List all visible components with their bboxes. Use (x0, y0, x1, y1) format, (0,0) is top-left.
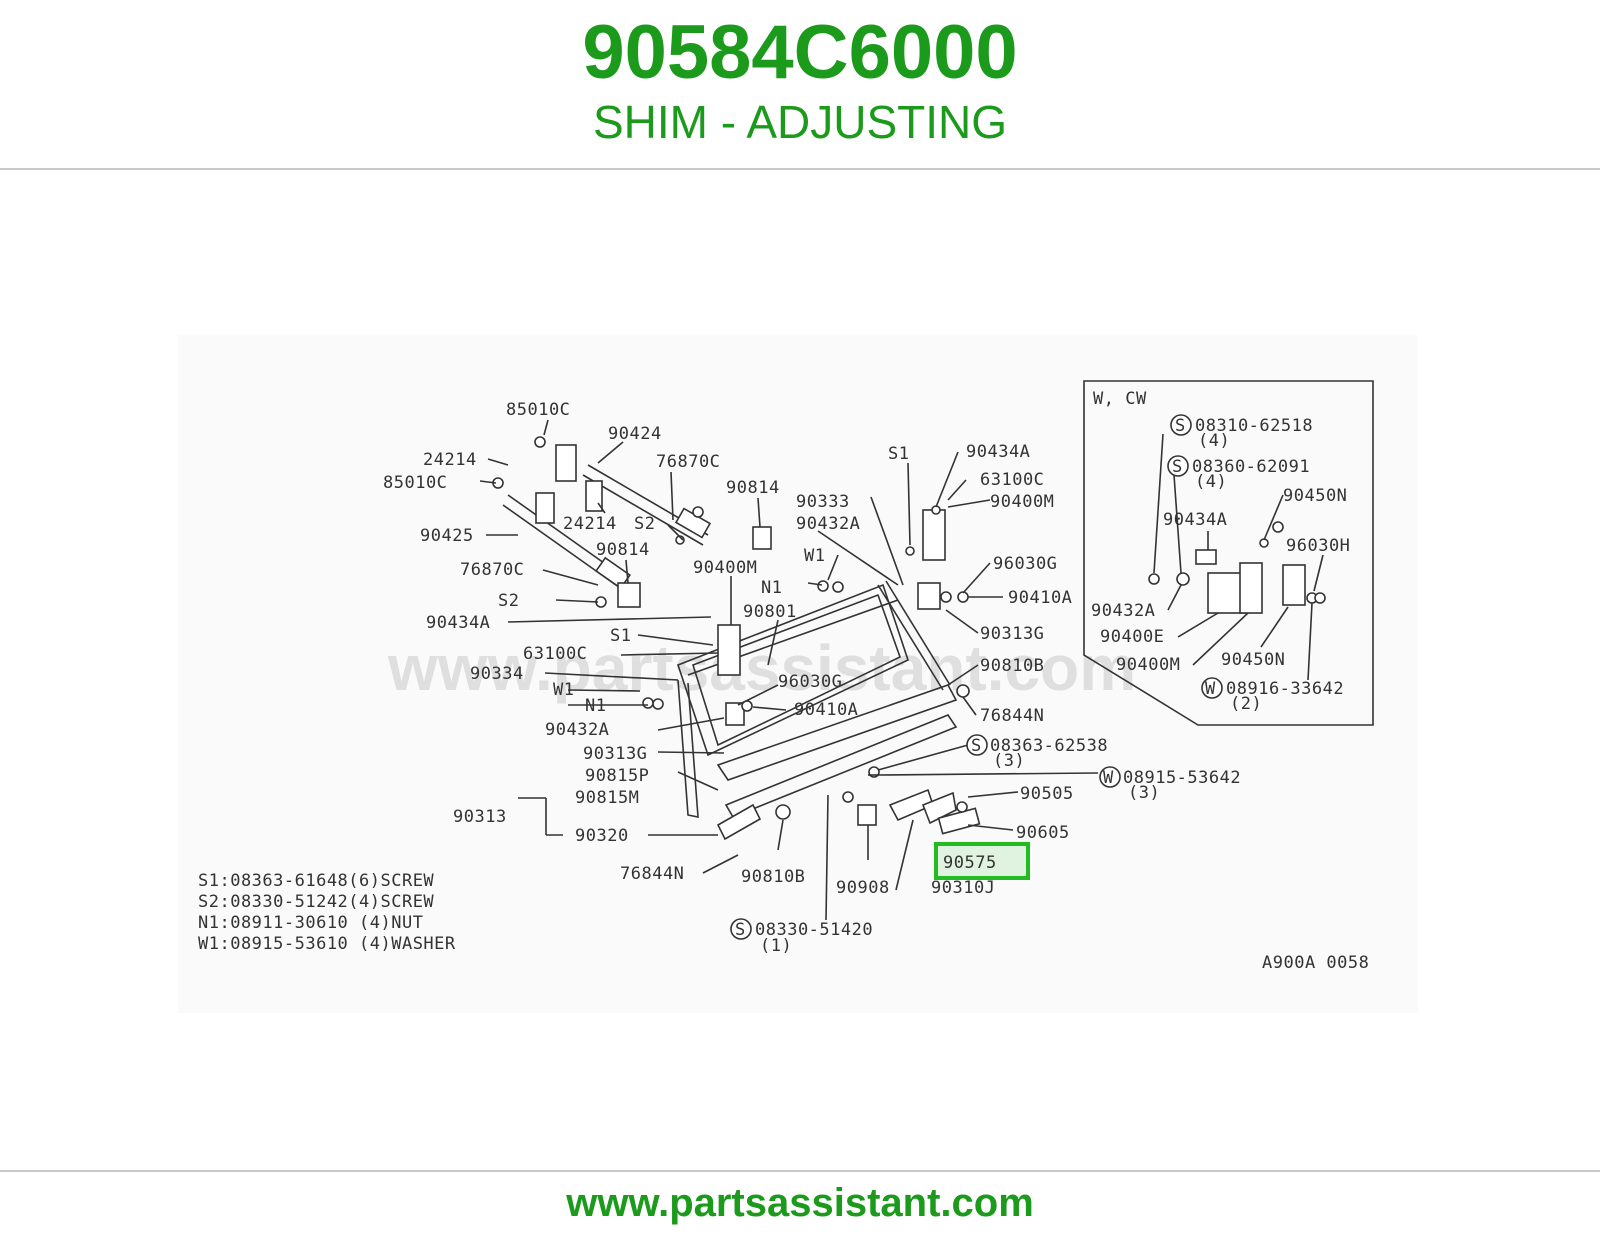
svg-text:S: S (971, 736, 982, 756)
inset-label: 90400E (1100, 627, 1164, 647)
inset-label: (2) (1230, 694, 1262, 714)
footer-divider (0, 1170, 1600, 1172)
callout: 90814 (596, 540, 650, 560)
svg-text:W: W (1205, 679, 1216, 699)
callout: 90313G (583, 744, 647, 764)
callout: 90815M (575, 788, 639, 808)
callout: 08915-53642 (1123, 768, 1241, 788)
callout: S1 (888, 444, 909, 464)
parts-diagram: www.partsassistant.com (178, 335, 1418, 1013)
diagram-svg: www.partsassistant.com (198, 380, 1374, 973)
callout: 90400M (990, 492, 1054, 512)
legend-item: W1:08915-53610 (4)WASHER (198, 934, 456, 954)
callout: 90815P (585, 766, 649, 786)
callout: N1 (585, 696, 606, 716)
callout: S2 (498, 591, 519, 611)
callout: (3) (993, 751, 1025, 771)
legend-item: S1:08363-61648(6)SCREW (198, 871, 434, 891)
callout: 90810B (741, 867, 805, 887)
inset-label: 96030H (1286, 536, 1350, 556)
callout: 63100C (980, 470, 1044, 490)
legend-item: S2:08330-51242(4)SCREW (198, 892, 434, 912)
callout: W1 (804, 546, 825, 566)
svg-text:S: S (735, 920, 746, 940)
inset-label: 90432A (1091, 601, 1155, 621)
inset-title: W, CW (1093, 389, 1147, 409)
screw-symbol-icon: S (730, 918, 752, 940)
callout: 76870C (460, 560, 524, 580)
callout: 90313 (453, 807, 507, 827)
svg-text:S: S (1175, 416, 1186, 436)
callout-labels: 85010C 90424 24214 76870C 85010C 90814 2… (383, 400, 1241, 956)
inset-label: 90450N (1283, 486, 1347, 506)
callout: 90410A (794, 700, 858, 720)
inset-label: 08360-62091 (1192, 457, 1310, 477)
callout: 90313G (980, 624, 1044, 644)
callout: (3) (1128, 783, 1160, 803)
footer-url[interactable]: www.partsassistant.com (566, 1181, 1034, 1225)
callout: 96030G (993, 554, 1057, 574)
callout: 96030G (778, 672, 842, 692)
callout: 90434A (426, 613, 490, 633)
legend-item: N1:08911-30610 (4)NUT (198, 913, 423, 933)
svg-text:S: S (1172, 457, 1183, 477)
callout: S1 (610, 626, 631, 646)
callout: 90801 (743, 602, 797, 622)
screw-symbol-icon: S (966, 734, 988, 756)
inset-panel: W, CW S 08310-62518 (4) S 08360-62091 (4… (1083, 380, 1374, 726)
callout: 76844N (980, 706, 1044, 726)
callout: 90810B (980, 656, 1044, 676)
callout: 76870C (656, 452, 720, 472)
callout: 63100C (523, 644, 587, 664)
callout: 08330-51420 (755, 920, 873, 940)
inset-label: 90434A (1163, 510, 1227, 530)
callout: 90310J (931, 878, 995, 898)
inset-label: (4) (1198, 431, 1230, 451)
washer-symbol-icon: W (1099, 766, 1121, 788)
callout: 90410A (1008, 588, 1072, 608)
highlighted-part-label: 90575 (943, 853, 997, 873)
screw-symbol-icon: S (1170, 414, 1192, 436)
callout: 90434A (966, 442, 1030, 462)
part-number: 90584C6000 (582, 10, 1018, 95)
part-name: SHIM - ADJUSTING (592, 96, 1008, 148)
diagram-ref-code: A900A 0058 (1262, 953, 1369, 973)
callout: 90320 (575, 826, 629, 846)
callout: S2 (634, 514, 655, 534)
screw-symbol-icon: S (1167, 455, 1189, 477)
callout: 90505 (1020, 784, 1074, 804)
tailgate-drawing (479, 419, 1099, 921)
callout: 08363-62538 (990, 736, 1108, 756)
legend: S1:08363-61648(6)SCREW S2:08330-51242(4)… (198, 871, 456, 954)
callout: 90400M (693, 558, 757, 578)
callout: 90814 (726, 478, 780, 498)
inset-label: 08310-62518 (1195, 416, 1313, 436)
callout: 90605 (1016, 823, 1070, 843)
callout: 24214 (563, 514, 617, 534)
header-divider (0, 168, 1600, 170)
callout: 76844N (620, 864, 684, 884)
callout: 90334 (470, 664, 524, 684)
watermark: www.partsassistant.com (387, 632, 1136, 704)
inset-label: (4) (1195, 472, 1227, 492)
inset-label: 90400M (1116, 655, 1180, 675)
callout: W1 (553, 680, 574, 700)
washer-symbol-icon: W (1201, 677, 1223, 699)
callout: 85010C (506, 400, 570, 420)
callout: 90432A (545, 720, 609, 740)
callout: 90432A (796, 514, 860, 534)
inset-label: 08916-33642 (1226, 679, 1344, 699)
page-header: 90584C6000 SHIM - ADJUSTING (0, 0, 1600, 168)
inset-label: 90450N (1221, 650, 1285, 670)
callout: (1) (760, 936, 792, 956)
callout: 90333 (796, 492, 850, 512)
callout: 90424 (608, 424, 662, 444)
callout: 85010C (383, 473, 447, 493)
svg-text:W: W (1103, 768, 1114, 788)
callout: 90425 (420, 526, 474, 546)
callout: 90908 (836, 878, 890, 898)
callout: N1 (761, 578, 782, 598)
highlight-box (934, 842, 1030, 880)
callout: 24214 (423, 450, 477, 470)
